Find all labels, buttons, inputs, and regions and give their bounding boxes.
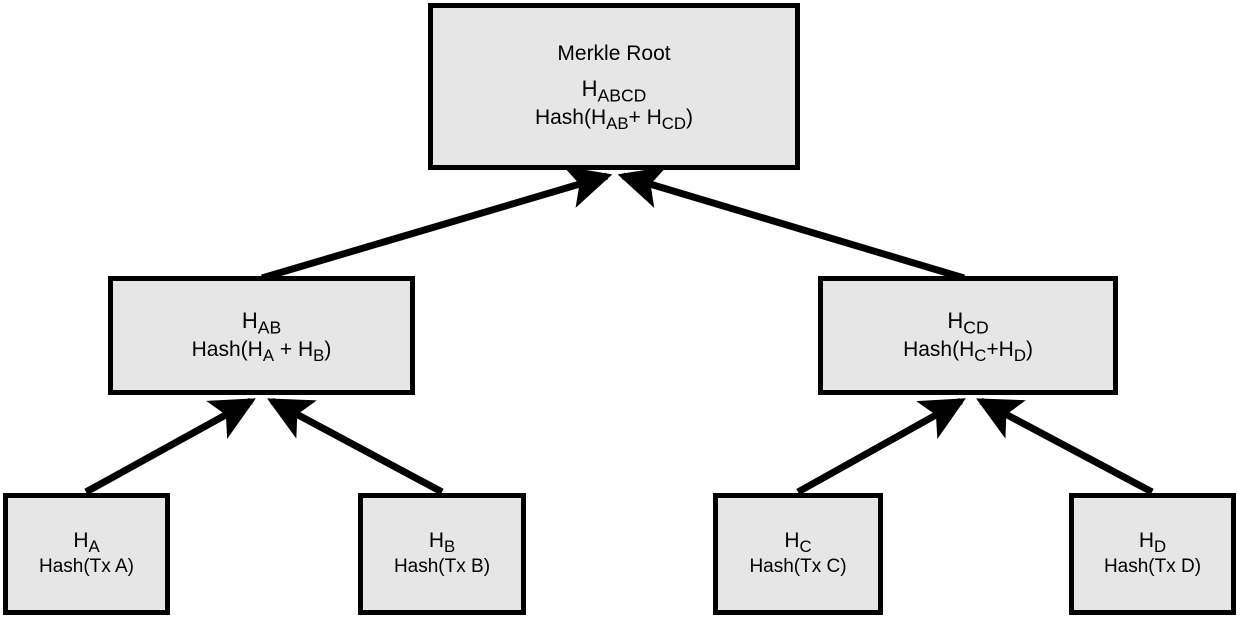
ab-formula-sub1: A — [262, 346, 275, 366]
node-hash-cd: HCD Hash(HC+HD) — [818, 276, 1118, 395]
cd-formula: Hash(HC+HD) — [903, 338, 1033, 366]
cd-formula-suffix: ) — [1025, 338, 1033, 362]
b-hash-label: HB — [428, 529, 456, 557]
a-hash-base: H — [73, 529, 89, 553]
node-hash-d: HD Hash(Tx D) — [1069, 493, 1236, 615]
root-hash-subscript: ABCD — [597, 85, 647, 106]
root-title: Merkle Root — [557, 42, 671, 66]
root-hash-label: HABCD — [581, 76, 647, 106]
b-hash-base: H — [428, 529, 444, 553]
ab-hash-base: H — [241, 308, 258, 334]
edge-c-to-cd — [796, 397, 966, 496]
edge-d-to-cd — [976, 397, 1154, 496]
cd-hash-subscript: CD — [963, 317, 989, 338]
a-hash-label: HA — [73, 529, 100, 557]
ab-hash-label: HAB — [241, 308, 282, 338]
cd-hash-label: HCD — [947, 308, 989, 338]
root-hash-base: H — [581, 76, 598, 102]
node-hash-c: HC Hash(Tx C) — [713, 493, 883, 615]
cd-formula-sub1: C — [974, 346, 987, 366]
ab-formula-suffix: ) — [324, 338, 332, 362]
c-formula: Hash(Tx C) — [749, 556, 847, 578]
b-hash-subscript: B — [443, 537, 456, 557]
root-formula-sub2: CD — [661, 114, 687, 133]
node-hash-ab: HAB Hash(HA + HB) — [108, 276, 415, 395]
ab-formula: Hash(HA + HB) — [191, 338, 332, 366]
c-hash-label: HC — [784, 529, 812, 557]
c-hash-subscript: C — [799, 537, 812, 557]
cd-hash-base: H — [947, 308, 964, 334]
cd-formula-mid: +H — [986, 338, 1014, 362]
node-hash-a: HA Hash(Tx A) — [3, 493, 170, 615]
ab-formula-mid: + H — [274, 338, 314, 362]
d-hash-subscript: D — [1154, 537, 1167, 557]
d-formula: Hash(Tx D) — [1103, 556, 1202, 578]
cd-formula-sub2: D — [1013, 346, 1026, 366]
edge-cd-to-root — [617, 166, 966, 282]
root-formula-suffix: ) — [686, 105, 694, 129]
root-formula-mid: + H — [628, 105, 662, 129]
ab-formula-prefix: Hash(H — [191, 338, 263, 362]
root-formula-prefix: Hash(H — [534, 105, 607, 129]
a-hash-subscript: A — [88, 537, 100, 557]
node-merkle-root: Merkle Root HABCD Hash(HAB+ HCD) — [428, 3, 800, 170]
ab-formula-sub2: B — [313, 346, 325, 366]
b-formula: Hash(Tx B) — [393, 556, 491, 578]
d-hash-base: H — [1138, 529, 1155, 553]
a-formula: Hash(Tx A) — [38, 556, 135, 578]
edge-ab-to-root — [261, 166, 613, 282]
edge-b-to-ab — [267, 397, 444, 496]
root-formula: Hash(HAB+ HCD) — [534, 105, 694, 133]
c-hash-base: H — [784, 529, 800, 553]
root-formula-sub1: AB — [606, 114, 629, 133]
cd-formula-prefix: Hash(H — [903, 338, 975, 362]
edge-a-to-ab — [84, 397, 256, 496]
ab-hash-subscript: AB — [257, 317, 282, 338]
d-hash-label: HD — [1138, 529, 1167, 557]
node-hash-b: HB Hash(Tx B) — [358, 493, 526, 615]
